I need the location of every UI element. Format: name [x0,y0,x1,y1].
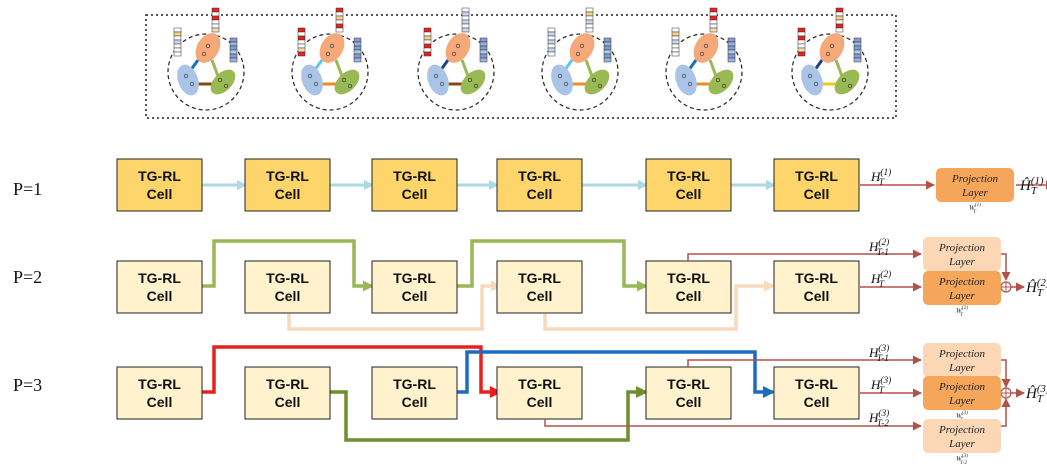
projection-label-line1: Projection [938,381,986,393]
cell-label-line2: Cell [402,186,428,202]
cell-label-line1: TG-RL [795,376,838,392]
hidden-state-term: H(3)T-2 [868,408,889,429]
row-label-p1: P=1 [13,179,42,199]
tg-rl-cell: TG-RL Cell [645,158,732,212]
graph-snapshot [167,7,245,111]
row-label-p2: P=2 [13,267,42,287]
cell-label-line1: TG-RL [795,270,838,286]
graph-snapshot [417,7,495,111]
graph-snapshot [541,7,619,111]
hidden-state-term: H(3)T [870,375,891,396]
hidden-state-term: H(2)T-1 [868,237,889,258]
tg-rl-cell: TG-RL Cell [116,366,203,420]
graph-snapshot [665,7,743,111]
projection-label-line2: Layer [948,290,975,302]
cell-label-line2: Cell [147,394,173,410]
tg-rl-cell: TG-RL Cell [116,260,203,314]
hidden-state-term: H(3)T-1 [868,343,889,364]
tg-rl-cell: TG-RL Cell [773,260,860,314]
cell-label-line1: TG-RL [266,376,309,392]
row-label-p3: P=3 [13,375,42,395]
projection-label-line2: Layer [961,187,988,199]
cell-label-line1: TG-RL [667,270,710,286]
cell-label-line2: Cell [804,394,830,410]
cell-label-line2: Cell [275,288,301,304]
projection-label-line2: Layer [948,256,975,268]
tg-rl-cell: TG-RL Cell [496,158,583,212]
tg-rl-cell: TG-RL Cell [244,366,331,420]
hidden-state-term: H(1)T [870,167,891,188]
row-p3: TG-RLCellTG-RLCellTG-RLCellTG-RLCellTG-R… [116,345,1025,442]
cell-label-line1: TG-RL [393,168,436,184]
projection-label-line1: Projection [938,348,986,360]
projection-label-line1: Projection [938,242,986,254]
cell-label-line2: Cell [402,288,428,304]
cell-label-line2: Cell [804,186,830,202]
projection-label-line2: Layer [948,362,975,374]
tg-rl-cell: TG-RL Cell [371,260,458,314]
tg-rl-cell: TG-RL Cell [244,260,331,314]
projection-layers: ProjectionLayerW(1)TProjectionLayerW(2)T… [923,168,1014,466]
projection-label-line2: Layer [948,395,975,407]
projection-weight: W(2)T [956,304,968,318]
cell-label-line1: TG-RL [393,270,436,286]
output-term: Ĥ(3)T [1025,383,1047,405]
cell-label-line2: Cell [676,186,702,202]
tg-rl-cell: TG-RL Cell [645,260,732,314]
cell-label-line2: Cell [275,394,301,410]
projection-weight: W(1)T [969,201,981,215]
math-labels: H(1)T H(2)T-1H(2)T H(3)T-1H(3)T H(3)T-2 Ĥ(1)… [868,167,1047,429]
cell-label-line1: TG-RL [138,270,181,286]
cell-label-line1: TG-RL [795,168,838,184]
cell-label-line2: Cell [147,186,173,202]
graph-snapshot-panel [145,7,897,119]
tg-rl-cell: TG-RL Cell [244,158,331,212]
tg-rl-cell: TG-RL Cell [371,366,458,420]
cell-label-line1: TG-RL [266,270,309,286]
cell-label-line1: TG-RL [518,270,561,286]
cell-label-line2: Cell [676,394,702,410]
cell-label-line2: Cell [402,394,428,410]
projection-label-line1: Projection [938,276,986,288]
cell-label-line2: Cell [527,186,553,202]
projection-label-line2: Layer [948,438,975,450]
cell-label-line1: TG-RL [266,168,309,184]
cell-label-line1: TG-RL [667,168,710,184]
cell-label-line1: TG-RL [667,376,710,392]
tg-rl-cell: TG-RL Cell [773,158,860,212]
cell-label-line1: TG-RL [393,376,436,392]
cell-label-line1: TG-RL [138,168,181,184]
tg-rl-cell: TG-RL Cell [773,366,860,420]
cell-label-line1: TG-RL [138,376,181,392]
cell-label-line1: TG-RL [518,168,561,184]
graph-snapshot [791,7,869,111]
cell-label-line2: Cell [804,288,830,304]
tg-rl-cell: TG-RL Cell [496,366,583,420]
hidden-state-term: H(2)T [870,269,891,290]
cell-label-line2: Cell [676,288,702,304]
tg-rl-cell: TG-RL Cell [116,158,203,212]
projection-label-line1: Projection [951,173,999,185]
cell-label-line2: Cell [147,288,173,304]
graph-snapshot [291,7,369,111]
cell-label-line1: TG-RL [518,376,561,392]
row-p1: TG-RLCellTG-RLCellTG-RLCellTG-RLCellTG-R… [116,158,1047,212]
cell-label-line2: Cell [527,288,553,304]
cell-label-line2: Cell [275,186,301,202]
cell-label-line2: Cell [527,394,553,410]
tg-rl-cell: TG-RL Cell [496,260,583,314]
output-term: Ĥ(2)T [1025,277,1047,299]
output-term: Ĥ(1)T [1019,175,1044,197]
projection-weight: W(3)T-2 [956,452,968,466]
tg-rl-cell: TG-RL Cell [645,366,732,420]
tg-rl-cell: TG-RL Cell [371,158,458,212]
projection-label-line1: Projection [938,424,986,436]
